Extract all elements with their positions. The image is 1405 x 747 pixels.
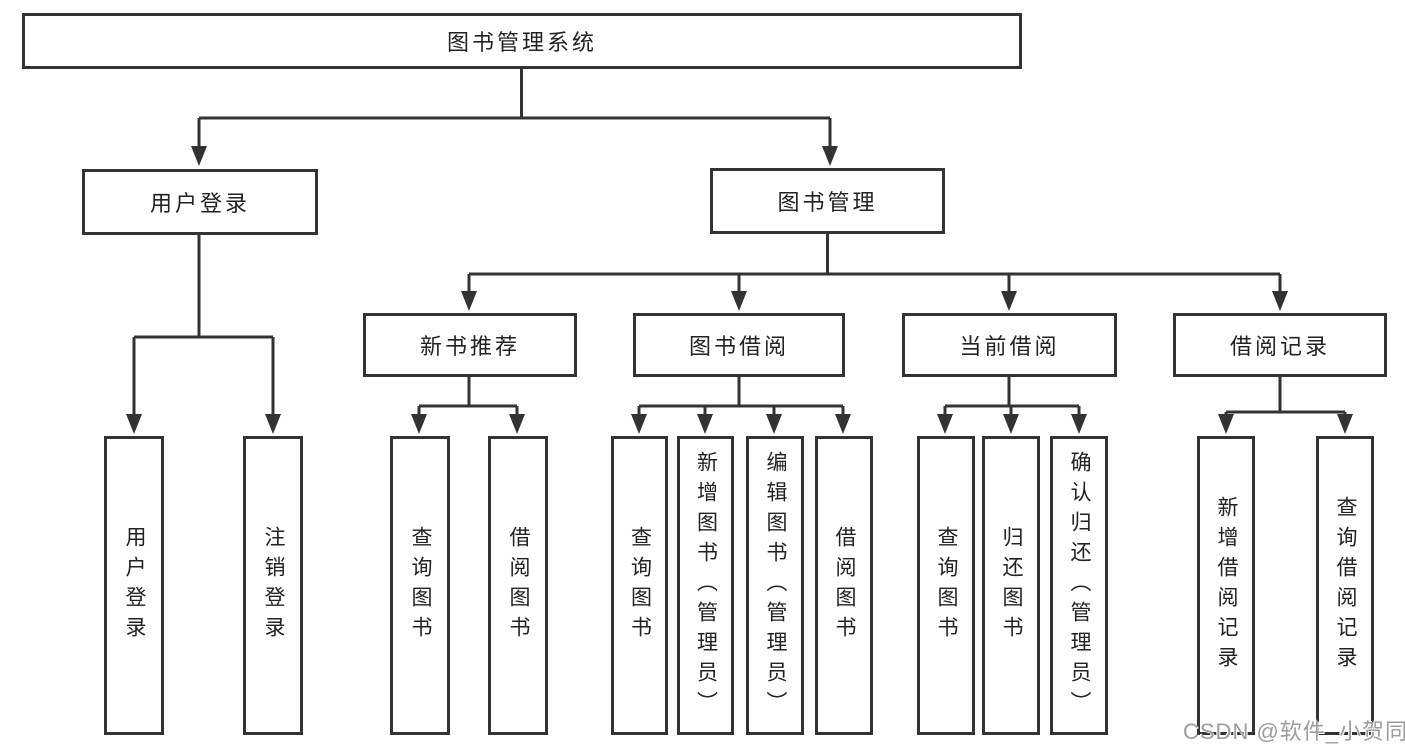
arrowhead: [126, 414, 142, 434]
leaf-user-login: 用户登录: [104, 436, 164, 735]
connector-book-borrow: [637, 377, 845, 415]
arrowhead: [1003, 414, 1019, 434]
connector-root: [197, 69, 832, 147]
leaf-records-add-record: 新增借阅记录: [1197, 436, 1255, 735]
leaf-current-query-books: 查询图书: [917, 436, 975, 735]
leaf-records-query-record: 查询借阅记录: [1316, 436, 1374, 735]
arrowhead: [1337, 414, 1353, 434]
leaf-borrow-add-books-admin: 新增图书（管理员）: [677, 436, 734, 735]
arrowhead: [265, 414, 281, 434]
node-borrow-records: 借阅记录: [1173, 313, 1387, 377]
arrowhead: [731, 291, 747, 311]
connector-current-borrow: [943, 377, 1081, 415]
arrowhead: [766, 414, 782, 434]
leaf-borrow-borrow-books: 借阅图书: [815, 436, 873, 735]
connector-borrow-records: [1224, 377, 1347, 415]
leaf-borrow-query-books: 查询图书: [611, 436, 668, 735]
arrowhead: [937, 414, 953, 434]
node-new-book-recommend: 新书推荐: [363, 313, 577, 377]
arrowhead: [822, 146, 838, 166]
connector-user-login: [132, 235, 275, 415]
leaf-recommend-borrow-books: 借阅图书: [488, 436, 548, 735]
node-book-borrow: 图书借阅: [633, 313, 845, 377]
leaf-current-return-books: 归还图书: [982, 436, 1040, 735]
node-root: 图书管理系统: [22, 13, 1022, 69]
connector-book-mgmt: [467, 234, 1282, 293]
connector-new-book-recommend: [417, 377, 519, 415]
arrowhead: [1071, 414, 1087, 434]
leaf-logout-login: 注销登录: [243, 436, 303, 735]
arrowhead: [697, 414, 713, 434]
arrowhead: [461, 291, 477, 311]
node-book-mgmt: 图书管理: [710, 168, 945, 234]
arrowhead: [191, 146, 207, 166]
leaf-recommend-query-books: 查询图书: [390, 436, 450, 735]
arrowhead: [1001, 291, 1017, 311]
node-user-login: 用户登录: [82, 169, 318, 235]
node-current-borrow: 当前借阅: [902, 313, 1117, 377]
arrowhead: [509, 414, 525, 434]
leaf-current-confirm-return-admin: 确认归还（管理员）: [1050, 436, 1108, 735]
arrowhead: [411, 414, 427, 434]
arrowhead: [631, 414, 647, 434]
watermark: CSDN @软件_小贺同学: [1183, 719, 1405, 744]
arrowhead: [1218, 414, 1234, 434]
arrowhead: [835, 414, 851, 434]
leaf-borrow-edit-books-admin: 编辑图书（管理员）: [746, 436, 804, 735]
arrowhead: [1272, 291, 1288, 311]
